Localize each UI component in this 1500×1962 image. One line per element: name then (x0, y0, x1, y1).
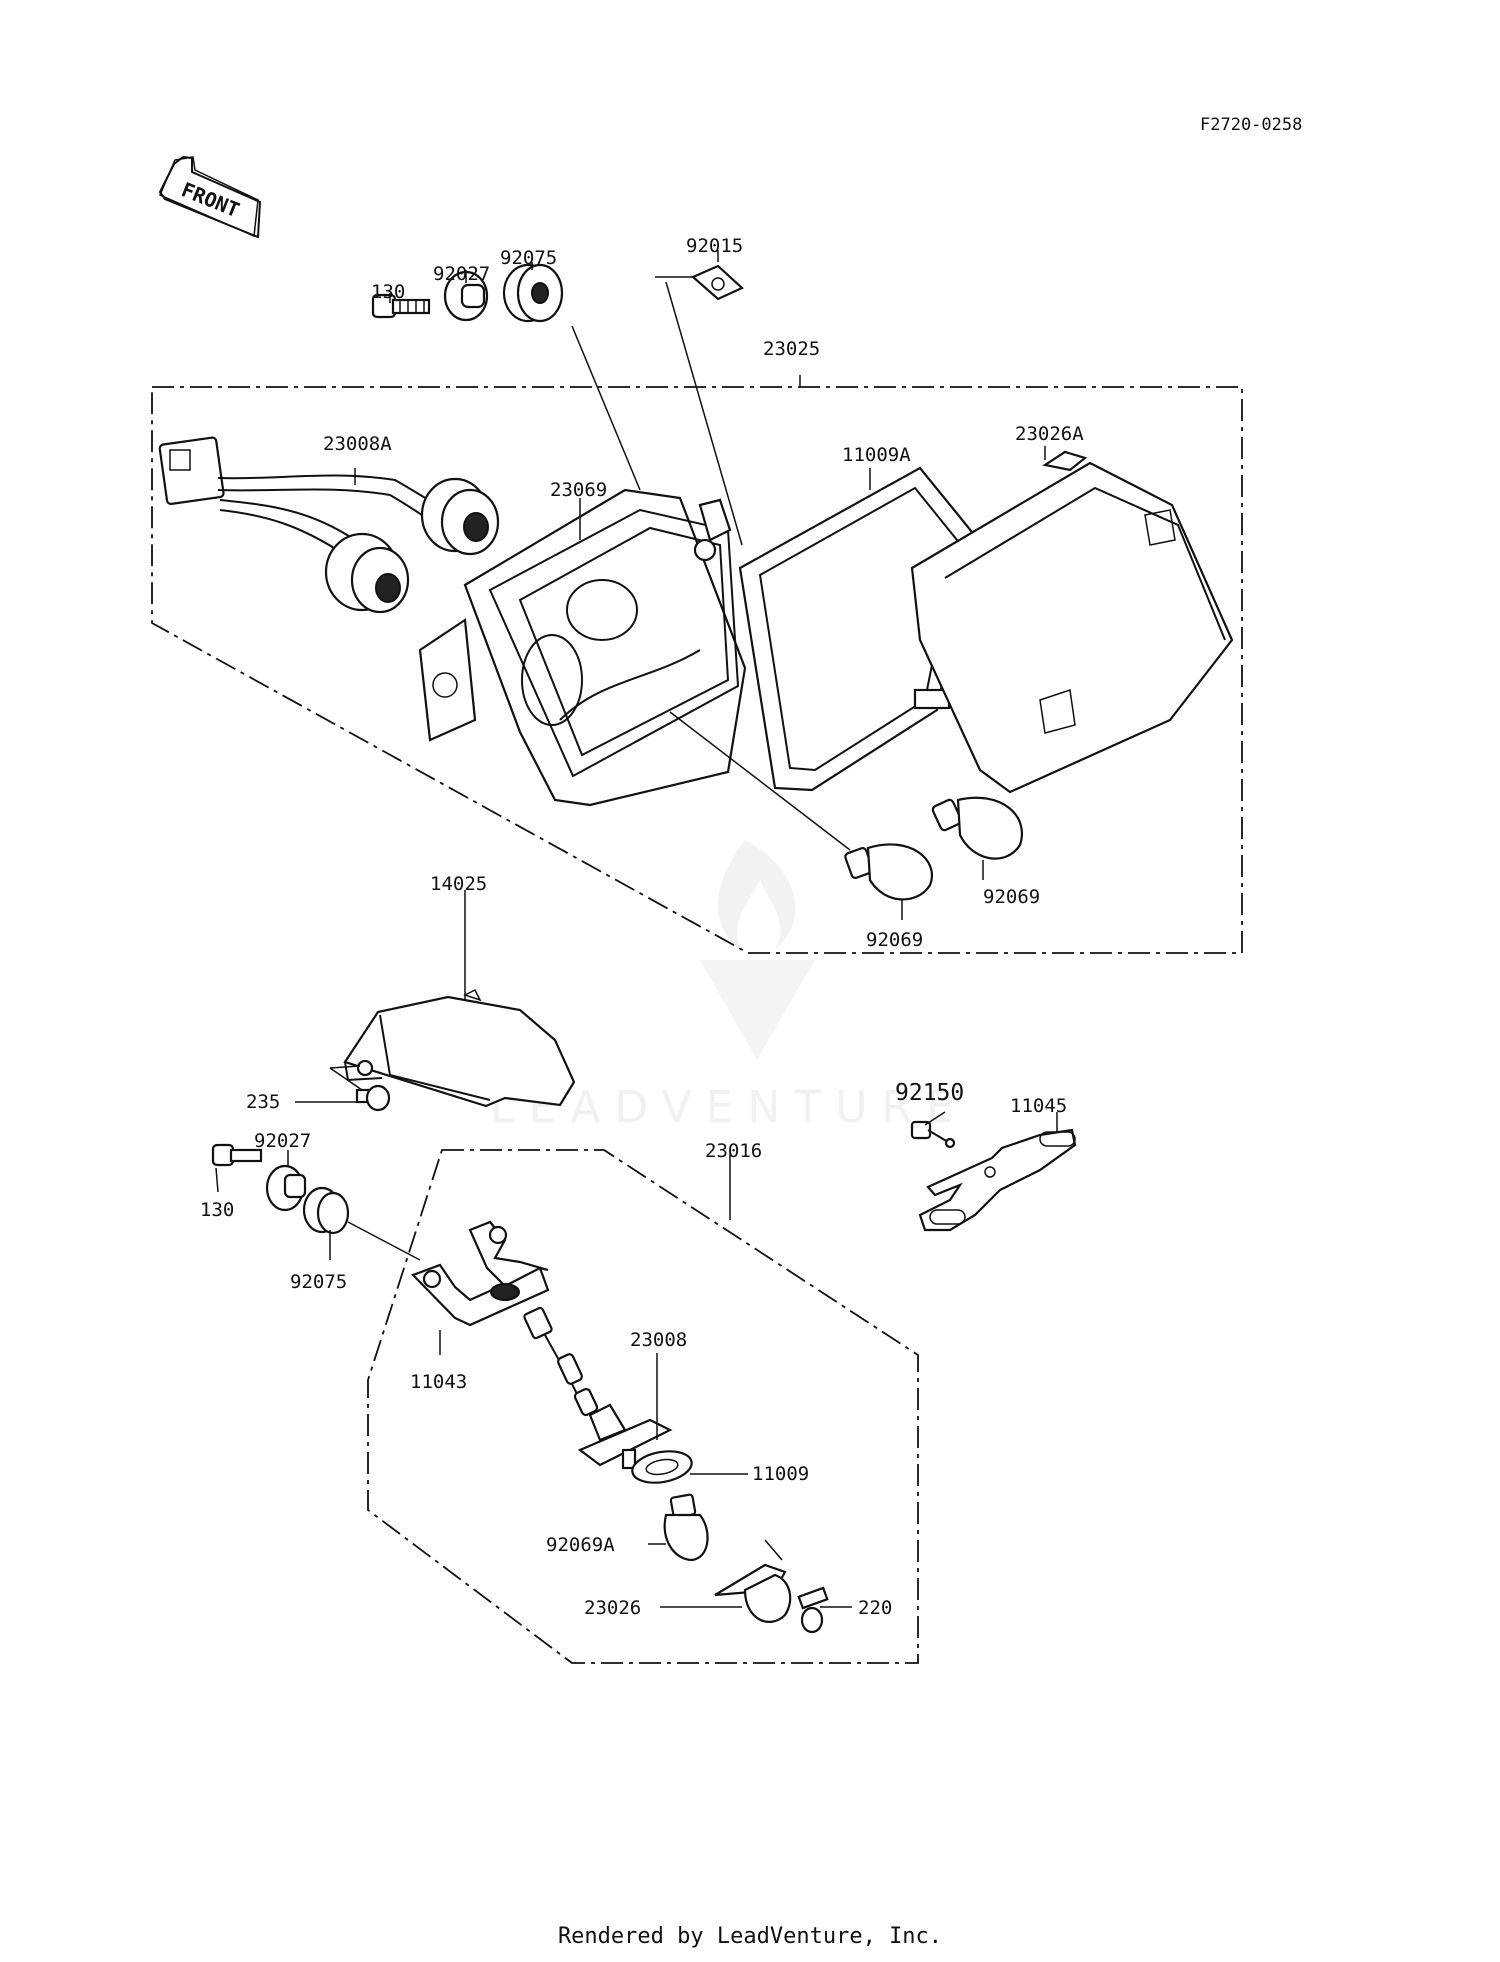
label-11009: 11009 (752, 1463, 809, 1485)
gasket-11009 (631, 1450, 693, 1484)
label-92069-b: 92069 (983, 886, 1040, 908)
light-cover-14025 (343, 988, 576, 1108)
bulb-92069-a (669, 711, 933, 901)
bolt-130-low (211, 1143, 263, 1167)
assembly-boundary-23016 (367, 1149, 919, 1664)
label-92027-top: 92027 (433, 263, 490, 285)
lens-cover-23026 (714, 1539, 792, 1623)
bolt-130-top (371, 293, 431, 319)
bulb-92069A (663, 1493, 709, 1562)
label-220: 220 (858, 1597, 892, 1619)
socket-harness-23008 (523, 1306, 673, 1470)
label-130-low: 130 (200, 1199, 234, 1221)
diagram-code: F2720-0258 (1200, 115, 1302, 135)
nut-92015 (655, 264, 744, 546)
label-11009A: 11009A (842, 444, 911, 466)
screw-220 (797, 1586, 829, 1634)
collar-92027-top (443, 270, 489, 322)
screw-235 (329, 1065, 391, 1112)
label-23026A: 23026A (1015, 423, 1084, 445)
label-92069-a: 92069 (866, 929, 923, 951)
label-23016: 23016 (705, 1140, 762, 1162)
front-direction-arrow: FRONT (158, 155, 262, 239)
part-labels: 130 92027 92075 92015 23025 23008A 23069… (200, 235, 1084, 1619)
wiring-harness-23008A (158, 436, 500, 614)
license-light-assembly-23016 (211, 1143, 919, 1664)
collar-92027-low (265, 1164, 307, 1212)
label-14025: 14025 (430, 873, 487, 895)
leader-lines (215, 250, 1058, 1608)
label-130-top: 130 (371, 281, 405, 303)
label-23025: 23025 (763, 338, 820, 360)
label-23069: 23069 (550, 479, 607, 501)
render-credit-footer: Rendered by LeadVenture, Inc. (557, 1924, 943, 1949)
grommet-92075-low (302, 1186, 421, 1261)
assembly-boundary-23025 (151, 386, 1243, 954)
label-235: 235 (246, 1091, 280, 1113)
front-label: FRONT (178, 177, 243, 222)
label-92069A: 92069A (546, 1534, 615, 1556)
label-92150: 92150 (895, 1080, 964, 1106)
taillight-assembly-23025 (151, 263, 1243, 954)
label-92075-top: 92075 (500, 247, 557, 269)
bulb-92069-b (931, 796, 1023, 860)
lens-23026A (910, 450, 1234, 794)
label-23008: 23008 (630, 1329, 687, 1351)
grommet-92075-top (502, 263, 564, 323)
label-23008A: 23008A (323, 433, 392, 455)
label-92027-low: 92027 (254, 1130, 311, 1152)
bracket-11045 (918, 1128, 1077, 1232)
gasket-11009A (738, 466, 974, 792)
label-92075-low: 92075 (290, 1271, 347, 1293)
label-23026: 23026 (584, 1597, 641, 1619)
light-housing-23069 (418, 488, 747, 807)
label-11043: 11043 (410, 1371, 467, 1393)
label-11045: 11045 (1010, 1095, 1067, 1117)
bracket-11043 (411, 1220, 550, 1327)
label-92015: 92015 (686, 235, 743, 257)
screw-92150 (910, 1120, 956, 1149)
